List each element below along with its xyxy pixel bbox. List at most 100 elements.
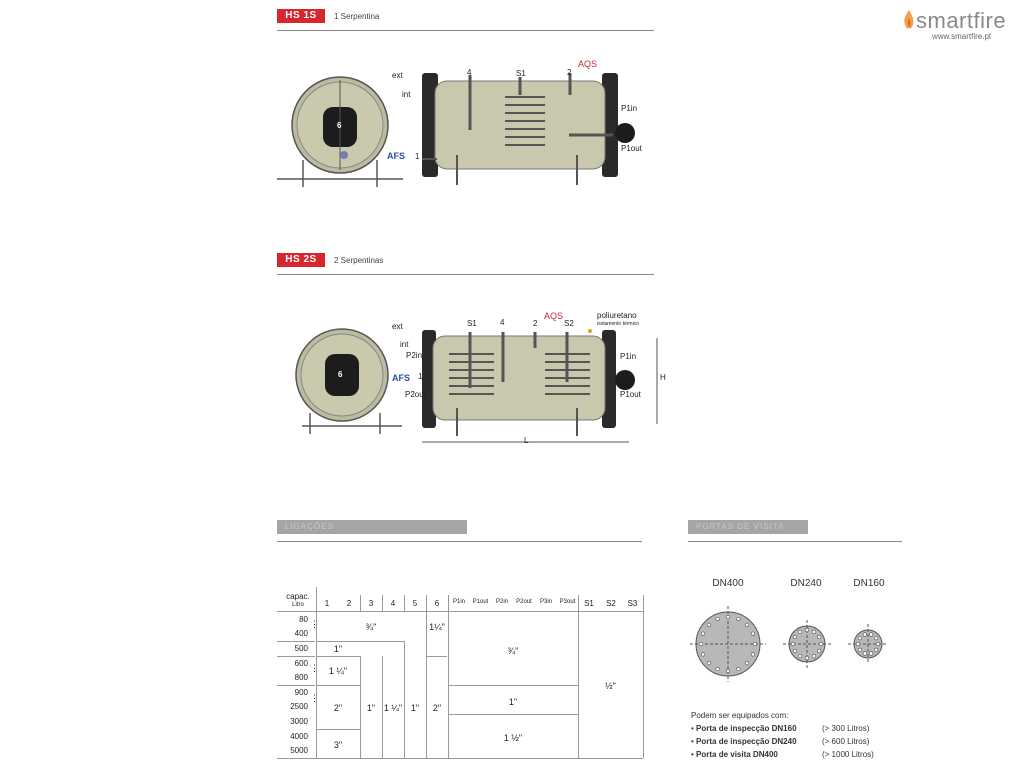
range-dots: ⋮	[310, 619, 319, 629]
capacity-value: 2500	[290, 702, 308, 711]
cell-v1c: 1"	[410, 703, 420, 713]
brand-logo: smartfire www.smartfire.pt	[902, 8, 1022, 41]
port-flanges	[690, 606, 888, 682]
col-header: S2	[606, 599, 616, 608]
d1-n2: 2	[567, 68, 572, 77]
range-dots: ⋮	[310, 663, 319, 673]
tank-diagram-2	[295, 328, 658, 443]
capacity-value: 600	[294, 659, 308, 668]
d2-n2: 2	[533, 319, 538, 328]
col-header: P2in	[495, 599, 508, 605]
port-item-name: Porta de visita DN400	[696, 750, 778, 759]
port-item: • Porta de visita DN400	[691, 750, 778, 759]
capacity-value: 800	[294, 673, 308, 682]
cell-v112: 1 ½"	[503, 733, 523, 743]
cell-v1d: 1"	[508, 697, 518, 707]
section1-rule	[277, 30, 654, 31]
d1-n4: 4	[467, 68, 472, 77]
ports-header: PORTAS DE VISITA	[688, 520, 808, 534]
d2-num6: 6	[338, 370, 343, 379]
col-header: S1	[584, 599, 594, 608]
port-item-condition: (> 600 Litros)	[822, 737, 870, 746]
col-header: P3in	[539, 599, 552, 605]
col-header: P1in	[452, 599, 465, 605]
d1-afs: AFS	[387, 151, 405, 161]
port-item: • Porta de inspecção DN160	[691, 724, 797, 733]
port-item-name: Porta de inspecção DN160	[696, 724, 797, 733]
col-header: 4	[390, 599, 396, 608]
d1-int: int	[402, 90, 411, 99]
section2-subtitle: 2 Serpentinas	[334, 256, 384, 265]
cell-v114b: 1 ¼"	[328, 666, 348, 676]
cell-v12: ½"	[605, 681, 616, 691]
d2-p2out: P2out	[405, 390, 426, 399]
d2-int: int	[400, 340, 409, 349]
capacity-value: 400	[294, 629, 308, 638]
dn160-label: DN160	[853, 578, 885, 589]
capacity-value: 80	[299, 615, 308, 624]
brand-url: www.smartfire.pt	[932, 32, 992, 41]
col-header: 6	[434, 599, 440, 608]
cell-v34a: ¾"	[365, 622, 377, 632]
d2-aqs: AQS	[544, 311, 564, 321]
d2-h: H	[660, 373, 666, 382]
flame-icon	[904, 10, 914, 29]
d2-p1out: P1out	[620, 390, 641, 399]
port-item: • Porta de inspecção DN240	[691, 737, 797, 746]
tank-diagram-1	[277, 73, 635, 187]
dn400-label: DN400	[712, 578, 744, 589]
cell-v1a: 1"	[333, 644, 343, 654]
d1-n1: 1	[415, 152, 420, 161]
section2-tag: HS 2S	[277, 253, 325, 267]
cell-v114c: 1 ¼"	[383, 703, 403, 713]
ports-rule	[688, 541, 902, 542]
d1-s1: S1	[516, 69, 526, 78]
d2-p1in: P1in	[620, 352, 637, 361]
section1-subtitle: 1 Serpentina	[334, 12, 380, 21]
col-header: 3	[368, 599, 374, 608]
cell-v2b: 2"	[432, 703, 442, 713]
col-header: S3	[627, 599, 638, 608]
section1-tag: HS 1S	[277, 9, 325, 23]
col-header: P3out	[559, 599, 576, 605]
col-header: 2	[346, 599, 352, 608]
col-header: 1	[324, 599, 330, 608]
section2-rule	[277, 274, 654, 275]
d1-num6: 6	[337, 121, 342, 130]
port-item-condition: (> 300 Litros)	[822, 724, 870, 733]
capacity-value: 3000	[290, 717, 308, 726]
d2-s1: S1	[467, 319, 477, 328]
dn240-label: DN240	[790, 578, 822, 589]
connections-header: LIGAÇÕES	[277, 520, 467, 534]
cell-v114a: 1¼"	[429, 622, 445, 632]
connections-rule	[277, 541, 642, 542]
port-item-condition: (> 1000 Litros)	[822, 750, 874, 759]
d2-n1: 1	[418, 372, 423, 381]
ports-intro: Podem ser equipados com:	[691, 711, 789, 720]
d2-poliuretano: poliuretano	[597, 311, 637, 320]
col-header: 5	[412, 599, 418, 608]
capacity-value: 500	[294, 644, 308, 653]
capac-label: capac.	[286, 592, 310, 601]
d1-p1in: P1in	[621, 104, 638, 113]
cell-v2a: 2"	[333, 703, 343, 713]
d2-afs: AFS	[392, 373, 410, 383]
port-item-name: Porta de inspecção DN240	[696, 737, 797, 746]
litro-label: Litro	[292, 602, 304, 608]
capacity-value: 4000	[290, 732, 308, 741]
d2-l: L	[524, 436, 529, 445]
d2-s2: S2	[564, 319, 574, 328]
d1-p1out: P1out	[621, 144, 642, 153]
d1-ext: ext	[392, 71, 403, 80]
range-dots: ⋮	[310, 693, 319, 703]
cell-v1b: 1"	[366, 703, 376, 713]
d2-n4: 4	[500, 318, 505, 327]
capacity-value: 5000	[290, 746, 308, 755]
cell-v3: 3"	[333, 740, 343, 750]
col-header: P2out	[516, 599, 532, 605]
brand-name: smartfire	[916, 8, 1007, 33]
capacity-value: 900	[294, 688, 308, 697]
d1-aqs: AQS	[578, 59, 598, 69]
d2-p2in: P2in	[406, 351, 423, 360]
col-header: P1out	[472, 599, 489, 605]
